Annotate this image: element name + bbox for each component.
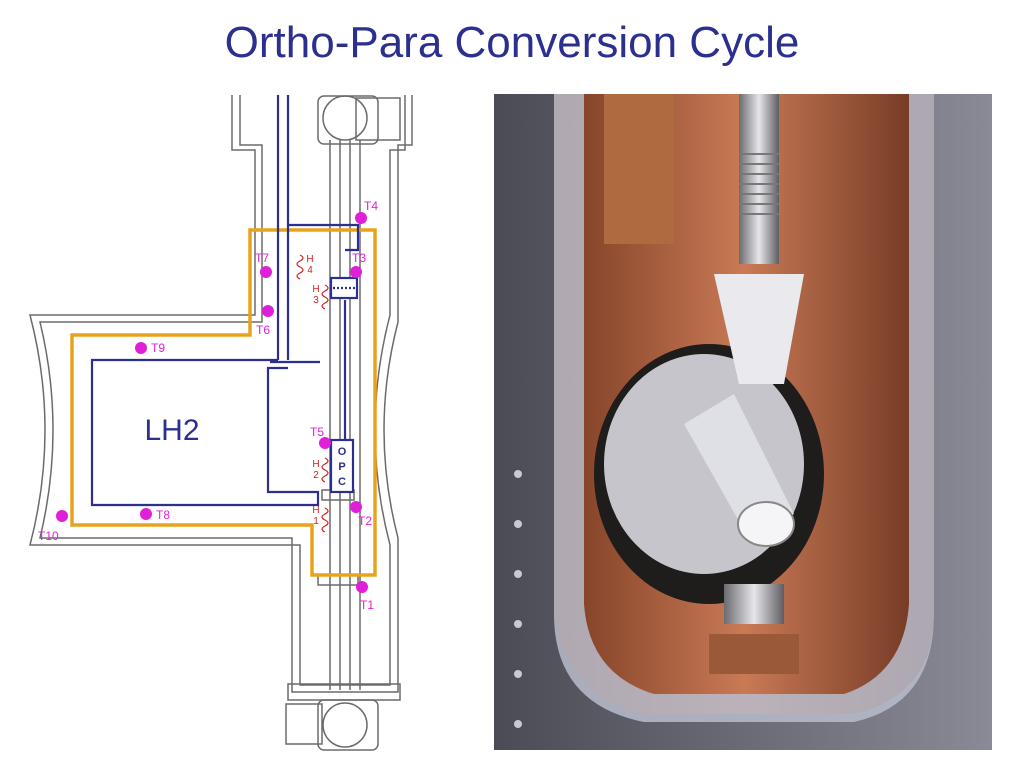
sensor-t1-dot — [356, 581, 368, 593]
sensor-t2-label: T2 — [358, 514, 372, 528]
cryostat-photo-illustration — [494, 94, 992, 750]
heater-4-letter: H — [306, 254, 313, 265]
cryostat-photo — [494, 94, 992, 750]
sensor-t7-label: T7 — [255, 251, 269, 265]
sensor-t10-label: T10 — [38, 529, 59, 543]
sensor-t7-dot — [260, 266, 272, 278]
sensor-t8-label: T8 — [156, 508, 170, 522]
sensor-t6-label: T6 — [256, 323, 270, 337]
heater-1-number: 1 — [313, 516, 319, 527]
opc-letter-o: O — [338, 446, 347, 458]
heater-2-letter: H — [312, 459, 319, 470]
cryostat-outline — [29, 95, 413, 751]
sensor-t4-label: T4 — [364, 199, 378, 213]
heater-3-letter: H — [312, 284, 319, 295]
lh2-label: LH2 — [144, 414, 199, 447]
sensor-t5-label: T5 — [310, 425, 324, 439]
schematic-diagram: O P C LH2 H 1 H 2 H 3 H 4 T1 T2 T3 T4 T5… — [29, 95, 413, 751]
sensor-t8-dot — [140, 508, 152, 520]
sensor-t3-label: T3 — [352, 251, 366, 265]
sensor-t6-dot — [262, 305, 274, 317]
opc-letter-c: C — [338, 476, 346, 488]
sensor-t10-dot — [56, 510, 68, 522]
sensor-t9-label: T9 — [151, 341, 165, 355]
heater-4-number: 4 — [307, 265, 313, 276]
heater-3-number: 3 — [313, 295, 319, 306]
heaters — [296, 254, 329, 533]
heat-shield — [70, 228, 377, 577]
cold-lines — [90, 95, 360, 507]
temperature-sensors: T1 T2 T3 T4 T5 T6 T7 T8 T9 T10 — [38, 199, 378, 612]
sensor-t2-dot — [350, 501, 362, 513]
heater-1-letter: H — [312, 505, 319, 516]
sensor-t4-dot — [355, 212, 367, 224]
sensor-t3-dot — [350, 266, 362, 278]
slide-title: Ortho-Para Conversion Cycle — [224, 18, 800, 67]
sensor-t5-dot — [319, 437, 331, 449]
sensor-t1-label: T1 — [360, 598, 374, 612]
sensor-t9-dot — [135, 342, 147, 354]
opc-letter-p: P — [338, 461, 345, 473]
heater-2-number: 2 — [313, 470, 319, 481]
opc-converter: O P C — [338, 446, 347, 488]
heater-labels: H 1 H 2 H 3 H 4 — [306, 254, 319, 527]
